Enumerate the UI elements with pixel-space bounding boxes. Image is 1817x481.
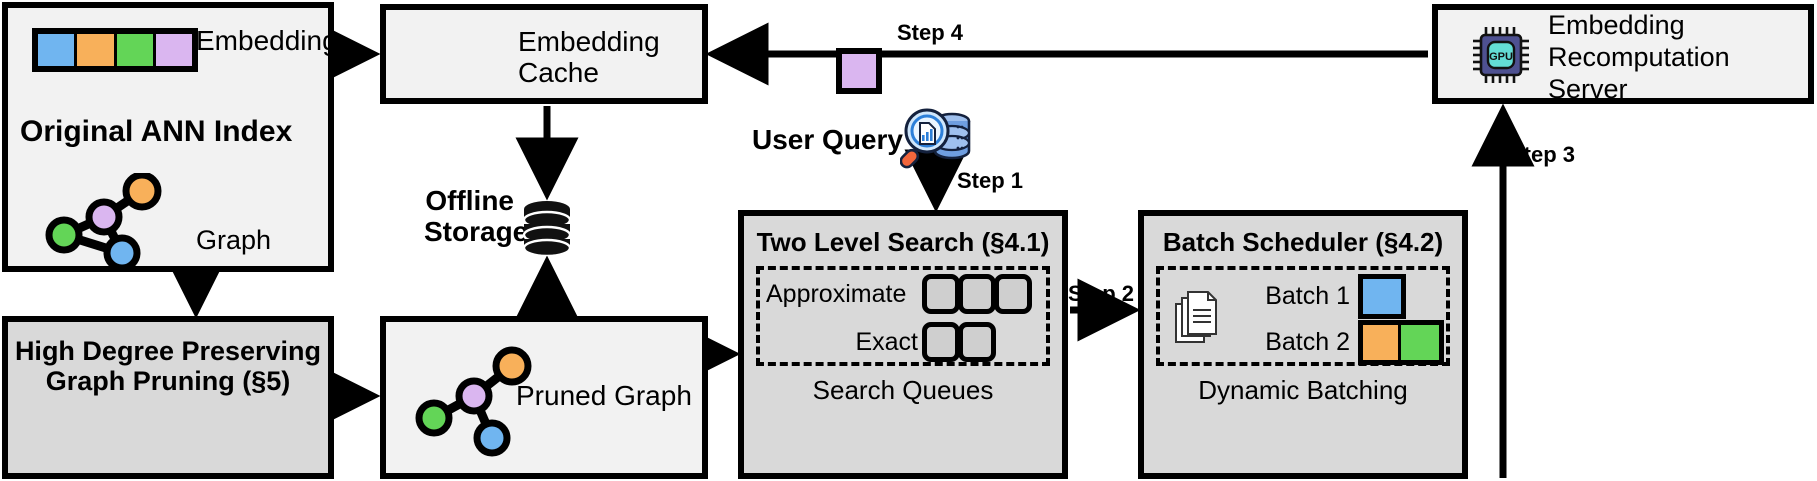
gpu-icon-text: GPU: [1489, 51, 1513, 63]
search-queues-group: Approximate Exact: [756, 266, 1050, 366]
two-level-search-title: Two Level Search (§4.1): [756, 227, 1050, 257]
step-1-label: Step 1: [957, 168, 1024, 193]
pruned-graph-label: Pruned Graph: [516, 380, 692, 411]
offline-line-1: Offline: [425, 185, 514, 216]
embedding-cell: [77, 34, 117, 66]
magnifier-database-icon: [900, 108, 971, 169]
pruned-graph-icon: [415, 346, 532, 457]
batch-row-2: Batch 2: [1230, 320, 1444, 365]
queue-slot: [922, 274, 960, 314]
cache-line-1: Embedding: [518, 26, 660, 57]
queue-label-approximate: Approximate: [766, 279, 907, 308]
embedding-vector-icon: [32, 28, 198, 72]
user-query-label: User Query: [752, 124, 903, 155]
batch-chip: [1363, 325, 1401, 360]
cache-line-2: Cache: [518, 57, 599, 89]
queue-slots-exact: [922, 322, 996, 362]
queue-slot: [958, 322, 996, 362]
search-queues-label: Search Queues: [812, 375, 994, 405]
ann-graph-icon: [45, 173, 162, 272]
graph-pruning-panel: [2, 316, 334, 479]
embedding-chip-icon: [836, 48, 882, 94]
step-2-label: Step 2: [1068, 281, 1135, 306]
batch-label-1: Batch 1: [1265, 282, 1350, 310]
batch-chips-1: [1358, 274, 1406, 319]
pruning-line-2: Graph Pruning (§5): [45, 366, 291, 397]
queue-slots-approximate: [922, 274, 1032, 314]
pruning-line-1: High Degree Preserving: [14, 336, 322, 366]
batch-chip: [1401, 325, 1439, 360]
server-line-1: Embedding: [1548, 10, 1685, 40]
server-line-2: Recomputation: [1548, 41, 1730, 72]
batch-chip: [1363, 279, 1401, 314]
original-ann-index-panel: [2, 2, 334, 272]
batch-chips-2: [1358, 320, 1444, 365]
gpu-chip-icon: GPU: [1473, 27, 1529, 83]
embedding-cell: [116, 34, 156, 66]
batch-scheduler-title: Batch Scheduler (§4.2): [1162, 227, 1444, 257]
recomputation-server-panel: GPU: [1432, 4, 1814, 104]
step-3-label: Step 3: [1509, 142, 1576, 167]
embedding-cell: [38, 34, 78, 66]
embedding-cell: [155, 34, 192, 66]
queue-slot: [958, 274, 996, 314]
ann-graph-label: Graph: [196, 225, 272, 255]
pruned-graph-panel: [380, 316, 708, 479]
queue-label-exact: Exact: [855, 327, 918, 356]
two-level-search-panel: [738, 210, 1068, 479]
batch-label-2: Batch 2: [1265, 328, 1350, 356]
database-icon: [522, 201, 572, 256]
step-4-label: Step 4: [897, 20, 964, 45]
dynamic-batching-group: Batch 1 Batch 2: [1156, 266, 1450, 366]
dynamic-batching-label: Dynamic Batching: [1198, 375, 1408, 405]
embedding-cache-panel: [380, 4, 882, 104]
server-line-3: Server: [1548, 73, 1628, 104]
batch-row-1: Batch 1: [1230, 274, 1406, 319]
queue-slot: [922, 322, 960, 362]
queue-row-approximate: Approximate: [766, 274, 1046, 314]
embedding-label: Embedding: [196, 25, 338, 56]
offline-line-2: Storage: [424, 216, 529, 248]
ann-index-title: Original ANN Index: [20, 115, 293, 148]
documents-icon: [1175, 291, 1217, 343]
queue-row-exact: Exact: [766, 322, 1046, 362]
queue-slot: [994, 274, 1032, 314]
